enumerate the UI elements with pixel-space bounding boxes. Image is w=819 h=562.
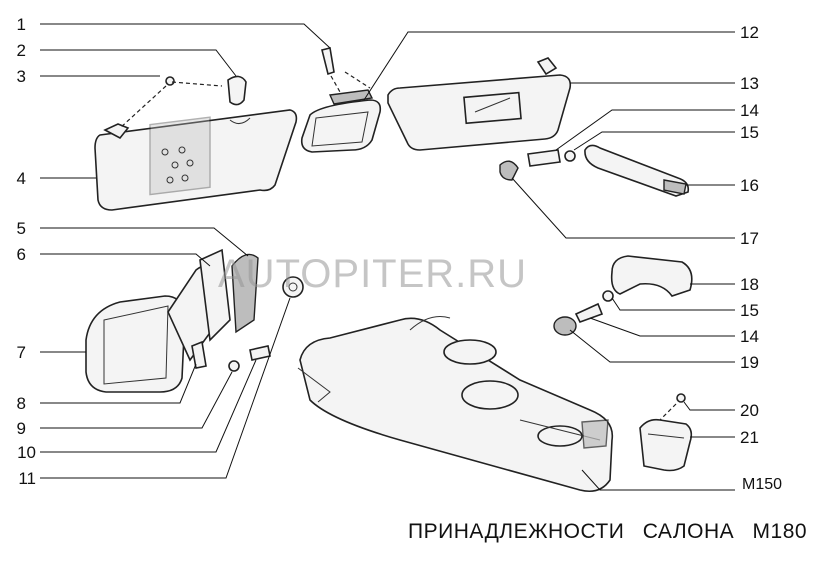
callout-9: 9	[17, 419, 26, 438]
callout-18: 18	[740, 275, 759, 294]
grab-handle-rear	[553, 255, 693, 336]
parts-diagram: 1 2 3 4 5 6 7 8 9 10 11 12 13 14 15 16 1…	[17, 15, 759, 493]
callout-8: 8	[17, 394, 26, 413]
callout-5: 5	[17, 219, 26, 238]
footer-page-code: M180	[752, 520, 808, 543]
callout-15: 15	[740, 123, 759, 142]
callouts-left: 1 2 3 4 5 6 7 8 9 10 11	[17, 15, 36, 488]
callout-19: 19	[740, 353, 759, 372]
callout-4: 4	[17, 169, 26, 188]
callout-15b: 15	[740, 301, 759, 320]
callout-1: 1	[17, 15, 26, 34]
callout-6: 6	[17, 245, 26, 264]
leader-lines	[40, 23, 735, 491]
section-code: M150	[742, 476, 783, 493]
footer-title-1: ПРИНАДЛЕЖНОСТИ	[408, 520, 625, 543]
callout-14b: 14	[740, 327, 759, 346]
watermark: AUTOPITER.RU	[218, 252, 528, 296]
callout-11: 11	[18, 469, 36, 488]
ashtray	[639, 393, 693, 472]
outside-mirror	[85, 248, 304, 393]
grab-handle	[499, 144, 690, 197]
page-footer: ПРИНАДЛЕЖНОСТИ САЛОНА M180	[408, 520, 819, 544]
sun-visor-left	[94, 109, 298, 211]
callout-12: 12	[740, 23, 759, 42]
callout-16: 16	[740, 176, 759, 195]
callout-13: 13	[740, 74, 759, 93]
center-console	[297, 316, 614, 493]
callouts-right: 12 13 14 15 16 17 18 15 14 19 20 21	[740, 23, 759, 447]
callout-3: 3	[17, 67, 26, 86]
visor-clip	[119, 75, 247, 129]
callout-2: 2	[17, 41, 26, 60]
callout-7: 7	[17, 343, 26, 362]
callout-14: 14	[740, 101, 759, 120]
callout-20: 20	[740, 401, 759, 420]
footer-title-2: САЛОНА	[642, 520, 735, 543]
callout-21: 21	[740, 428, 759, 447]
interior-mirror	[300, 47, 382, 153]
sun-visor-right	[387, 57, 572, 151]
callout-17: 17	[740, 229, 759, 248]
callout-10: 10	[17, 443, 36, 462]
